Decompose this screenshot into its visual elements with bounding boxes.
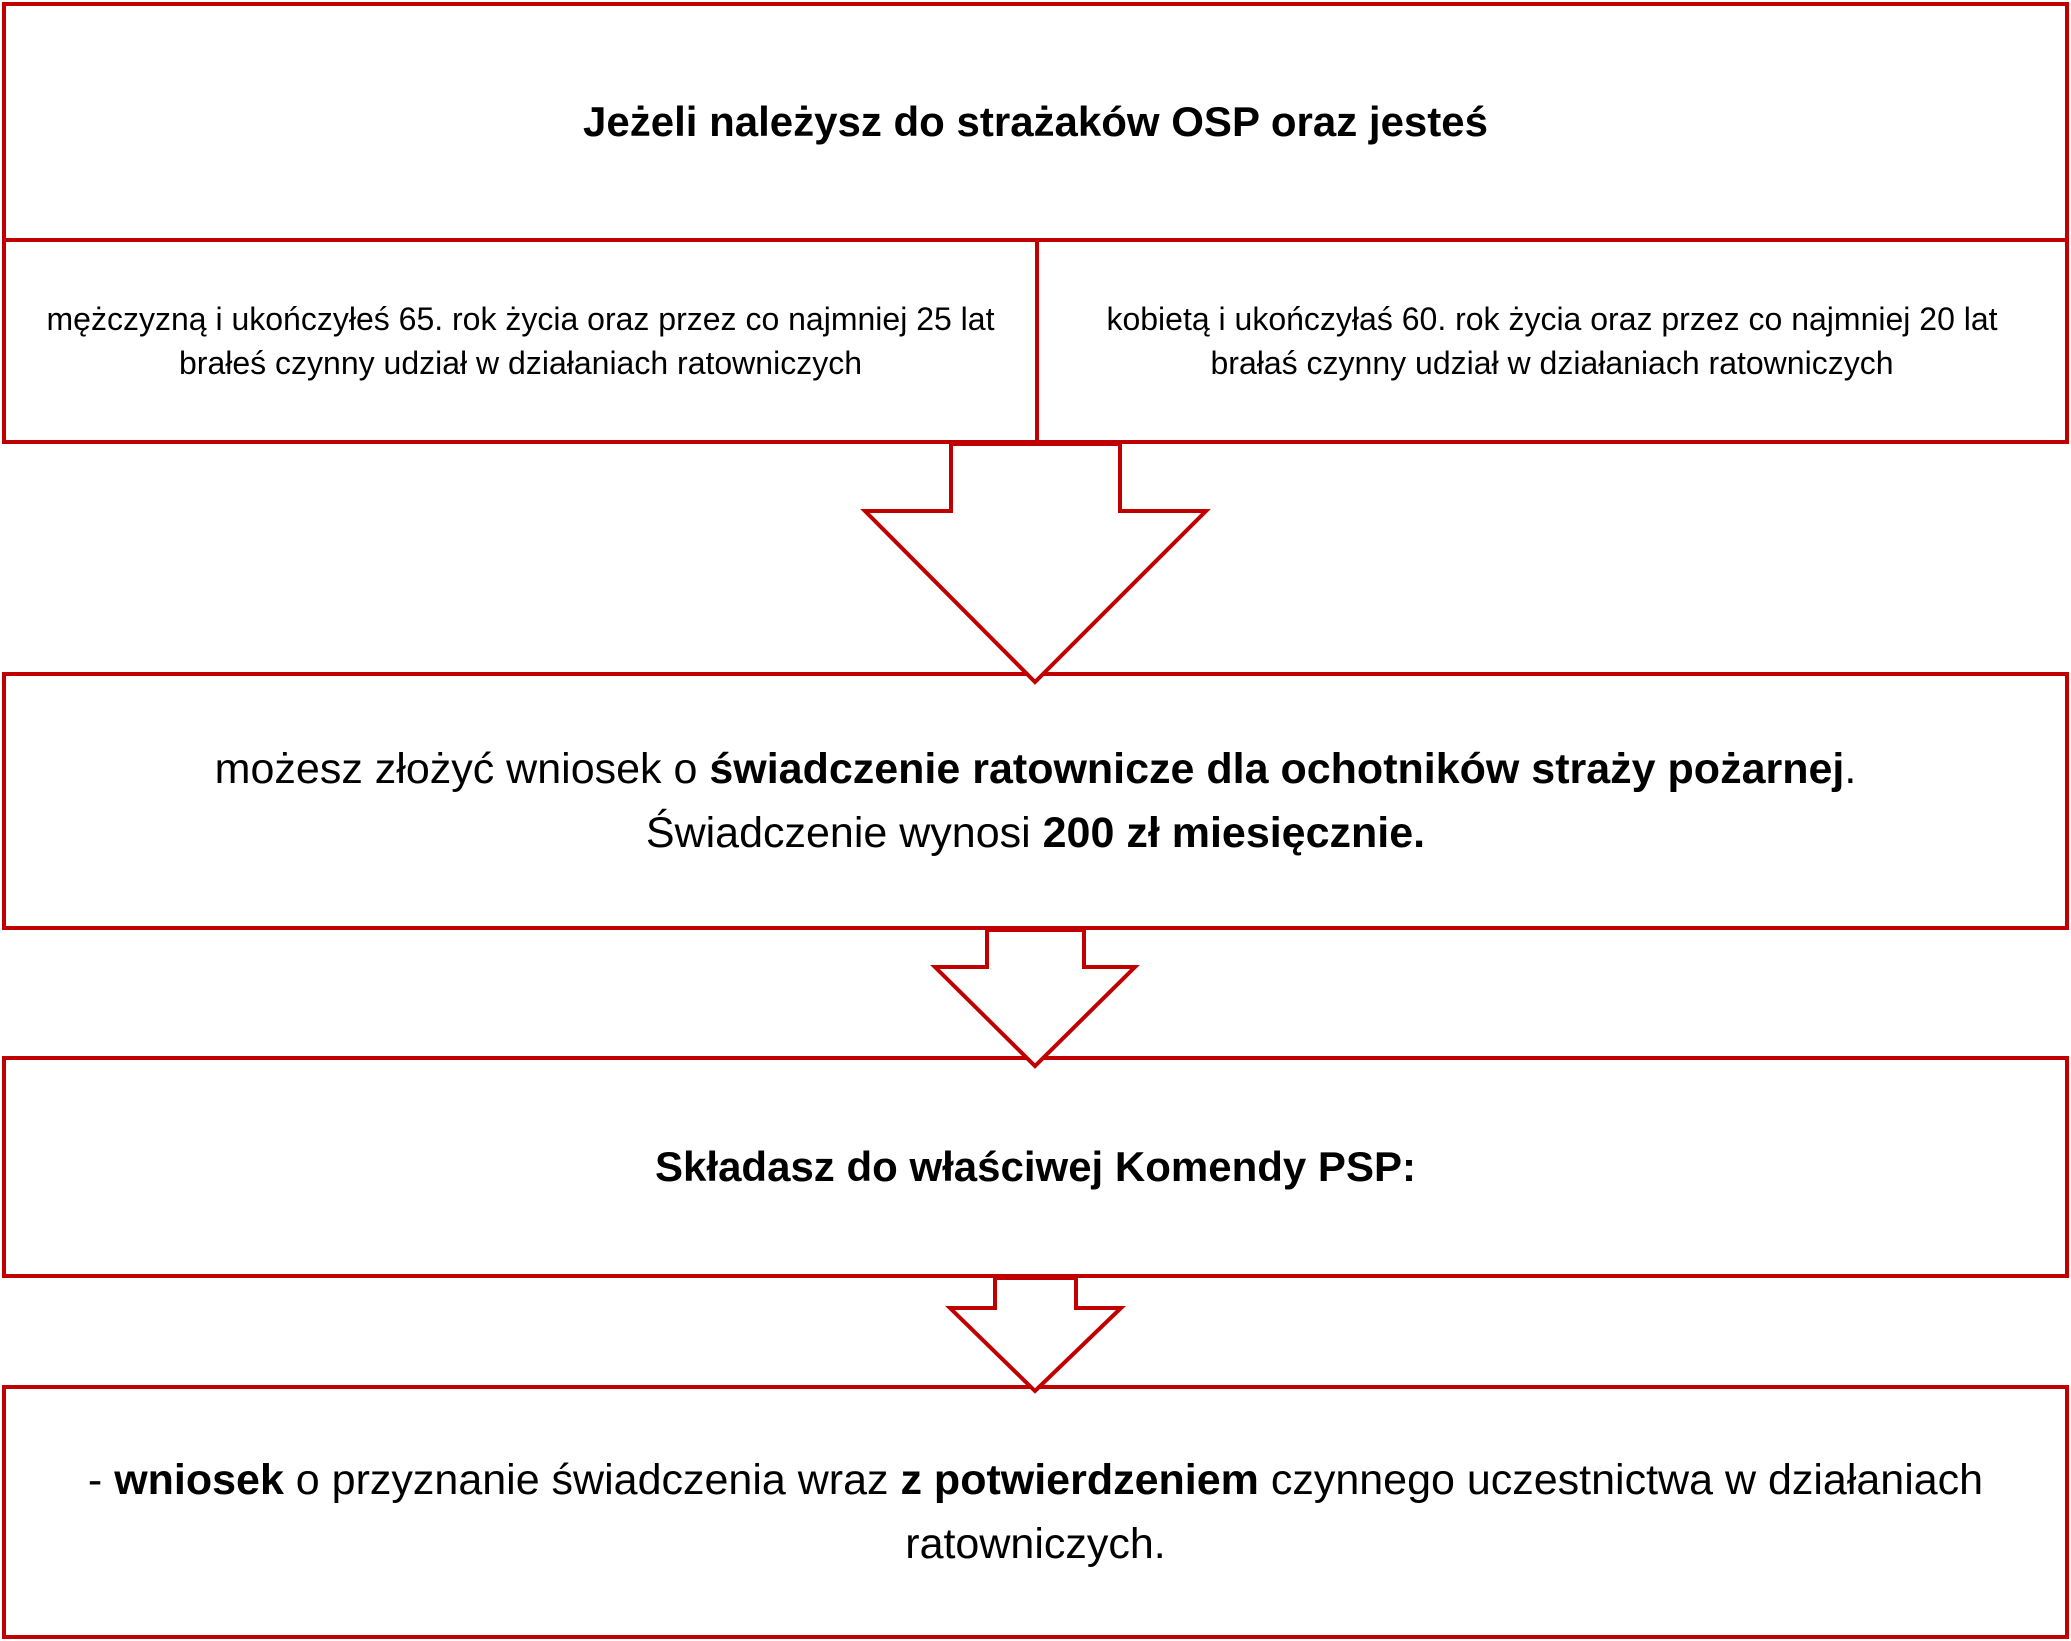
submit-box: Składasz do właściwej Komendy PSP:: [2, 1056, 2069, 1278]
down-arrow-3: [945, 1276, 1126, 1394]
submit-text: Składasz do właściwej Komendy PSP:: [655, 1143, 1416, 1190]
documents-application: wniosek: [114, 1456, 284, 1504]
benefit-line1: możesz złożyć wniosek o: [214, 745, 710, 793]
documents-text: - wniosek o przyznanie świadczenia wraz …: [66, 1448, 2005, 1576]
benefit-line2: Świadczenie wynosi: [645, 809, 1043, 857]
documents-confirmation: z potwierdzeniem: [900, 1456, 1259, 1504]
documents-middle: o przyznanie świadczenia wraz: [283, 1456, 901, 1504]
down-arrow-2: [930, 928, 1140, 1069]
documents-dash: -: [87, 1456, 115, 1504]
documents-box: - wniosek o przyznanie świadczenia wraz …: [2, 1385, 2069, 1639]
documents-end: czynnego uczestnictwa w działaniach rato…: [905, 1456, 1984, 1568]
benefit-box: możesz złożyć wniosek o świadczenie rato…: [2, 672, 2069, 930]
down-arrow-1: [860, 442, 1211, 685]
condition-male-text: mężczyzną i ukończyłeś 65. rok życia ora…: [46, 301, 995, 381]
benefit-name: świadczenie ratownicze dla ochotników st…: [709, 745, 1845, 793]
condition-male-box: mężczyzną i ukończyłeś 65. rok życia ora…: [2, 238, 1039, 444]
condition-female-text: kobietą i ukończyłaś 60. rok życia oraz …: [1106, 301, 1998, 381]
benefit-period: .: [1844, 745, 1857, 793]
condition-female-box: kobietą i ukończyłaś 60. rok życia oraz …: [1035, 238, 2069, 444]
benefit-text: możesz złożyć wniosek o świadczenie rato…: [215, 737, 1857, 865]
title-box: Jeżeli należysz do strażaków OSP oraz je…: [2, 2, 2069, 242]
title-text: Jeżeli należysz do strażaków OSP oraz je…: [583, 98, 1488, 145]
benefit-amount: 200 zł miesięcznie.: [1042, 809, 1426, 857]
